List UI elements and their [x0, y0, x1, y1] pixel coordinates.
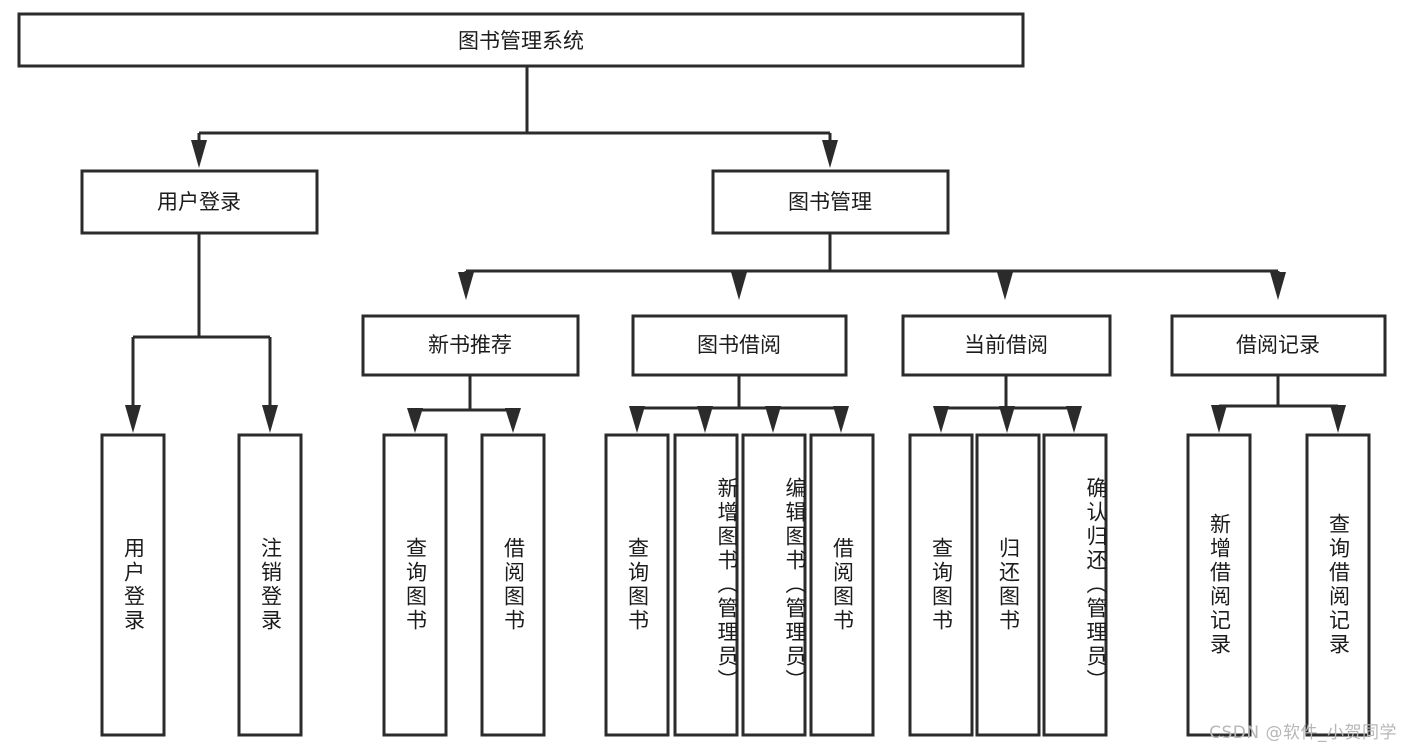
connectors-current-to-leaves [933, 375, 1082, 433]
leaf-group-current-borrow [908, 433, 1108, 737]
connectors-borrow-to-leaves [629, 375, 849, 433]
arrow-level3-0 [458, 272, 474, 300]
node-book-borrow[interactable]: 图书借阅 [631, 314, 848, 377]
leaf-record-add-box[interactable] [1186, 433, 1252, 737]
node-current-borrow[interactable]: 当前借阅 [901, 314, 1112, 377]
leaf-borrow-query-box[interactable] [604, 433, 670, 737]
node-book-management-label: 图书管理 [788, 190, 872, 214]
leaf-group-book-borrow [604, 433, 875, 737]
node-new-book-recommend[interactable]: 新书推荐 [361, 314, 580, 377]
arrow-level3-1 [731, 272, 747, 300]
node-root-box[interactable] [17, 12, 1025, 68]
leaf-borrow-lend-box[interactable] [809, 433, 875, 737]
arrow-leaf-current-1 [999, 406, 1015, 433]
leaf-newbook-borrow-box[interactable] [480, 433, 546, 737]
node-root-label: 图书管理系统 [458, 29, 584, 53]
node-new-book-recommend-box[interactable] [361, 314, 580, 377]
arrow-leaf-userlogin-0 [125, 405, 141, 433]
arrow-leaf-borrow-3 [833, 406, 849, 433]
arrow-leaf-userlogin-1 [262, 405, 278, 433]
leaf-logout-box[interactable] [237, 433, 303, 737]
arrow-leaf-record-1 [1330, 405, 1346, 433]
node-borrow-record-box[interactable] [1170, 314, 1387, 377]
node-book-borrow-label: 图书借阅 [697, 333, 781, 357]
arrow-level3-2 [997, 272, 1013, 300]
arrow-user-login [191, 140, 207, 168]
arrow-leaf-current-0 [933, 406, 949, 433]
node-book-borrow-box[interactable] [631, 314, 848, 377]
node-borrow-record-label: 借阅记录 [1236, 333, 1320, 357]
leaf-current-confirm-box[interactable] [1042, 433, 1108, 737]
arrow-leaf-current-2 [1066, 406, 1082, 433]
csdn-watermark: CSDN @软件_小贺同学 [1209, 723, 1397, 743]
arrow-leaf-borrow-1 [697, 406, 713, 433]
leaf-user-login-box[interactable] [100, 433, 166, 737]
leaf-newbook-query-box[interactable] [382, 433, 448, 737]
connectors-record-to-leaves [1211, 375, 1346, 433]
node-book-management-box[interactable] [711, 169, 950, 235]
connectors-newbook-to-leaves [407, 375, 521, 433]
leaf-record-query-box[interactable] [1305, 433, 1371, 737]
arrow-book-mgmt [822, 140, 838, 168]
leaf-group-user-login [100, 433, 303, 737]
arrow-level3-3 [1270, 272, 1286, 300]
arrow-leaf-borrow-2 [765, 406, 781, 433]
node-root[interactable]: 图书管理系统 [17, 12, 1025, 68]
node-user-login-label: 用户登录 [157, 190, 241, 214]
connectors-book-mgmt-to-level3 [458, 233, 1286, 300]
node-user-login[interactable]: 用户登录 [80, 169, 319, 235]
connectors-user-login-to-leaves [125, 233, 278, 433]
node-borrow-record[interactable]: 借阅记录 [1170, 314, 1387, 377]
node-user-login-box[interactable] [80, 169, 319, 235]
connectors-root-to-level2 [191, 66, 838, 168]
leaf-group-borrow-record [1186, 433, 1371, 737]
arrow-leaf-borrow-0 [629, 406, 645, 433]
node-current-borrow-label: 当前借阅 [964, 333, 1048, 357]
leaf-borrow-add-box[interactable] [673, 433, 739, 737]
arrow-leaf-record-0 [1211, 405, 1227, 433]
arrow-leaf-newbook-0 [407, 408, 423, 433]
leaf-current-query-box[interactable] [908, 433, 974, 737]
node-current-borrow-box[interactable] [901, 314, 1112, 377]
arrow-leaf-newbook-1 [505, 408, 521, 433]
leaf-borrow-edit-box[interactable] [741, 433, 807, 737]
node-book-management[interactable]: 图书管理 [711, 169, 950, 235]
leaf-current-return-box[interactable] [975, 433, 1041, 737]
leaf-group-new-book [382, 433, 546, 737]
node-new-book-recommend-label: 新书推荐 [428, 333, 512, 357]
